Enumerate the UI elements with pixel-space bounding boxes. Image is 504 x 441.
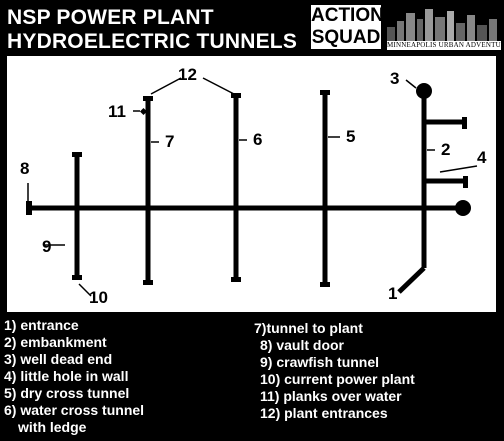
plant-tunnel-top-cap: [143, 96, 153, 101]
action-squad-logo: ACTION SQUAD MINNEAPOLIS URBAN ADVENTURE…: [311, 3, 501, 51]
leader-12b: [202, 77, 235, 95]
main-tunnel-end: [455, 200, 471, 216]
vault-door: [26, 201, 32, 215]
label-entrance: 1: [388, 284, 398, 303]
legend-item: 10) current power plant: [260, 371, 415, 387]
legend-item: 11) planks over water: [260, 388, 402, 404]
tunnel-map: 8 9 10 11 12 7 6 5 2 4 3 1: [7, 56, 496, 312]
planks-marker: [139, 107, 148, 116]
plant-tunnel-bottom-cap: [143, 280, 153, 285]
legend-item: 9) crawfish tunnel: [260, 354, 380, 370]
legend-item: 8) vault door: [260, 337, 345, 353]
label-planks: 11: [108, 102, 126, 121]
title-line-2: HYDROELECTRIC TUNNELS: [7, 30, 298, 53]
legend-item: 2) embankment: [4, 334, 107, 350]
title-line-1: NSP POWER PLANT: [7, 6, 214, 29]
water-tunnel-top-cap: [231, 93, 241, 98]
dry-tunnel-top-cap: [320, 90, 330, 95]
hole-branch-cap: [463, 176, 468, 188]
dry-tunnel-bottom-cap: [320, 282, 330, 287]
tunnel-map-drawing: [26, 77, 478, 297]
water-tunnel-bottom-cap: [231, 277, 241, 282]
label-embankment: 2: [441, 140, 451, 159]
logo-tagline: MINNEAPOLIS URBAN ADVENTURERS: [387, 41, 501, 50]
legend-left: 1) entrance 2) embankment 3) well dead e…: [4, 317, 144, 436]
legend-item: 1) entrance: [4, 317, 79, 333]
legend-right: 7)tunnel to plant 8) vault door 9) crawf…: [254, 320, 415, 422]
legend-item: 7)tunnel to plant: [254, 320, 363, 336]
label-power-plant: 10: [89, 288, 108, 307]
label-plant-entrances: 12: [178, 65, 197, 84]
label-tunnel-to-plant: 7: [165, 132, 175, 151]
diagram-title: NSP POWER PLANT HYDROELECTRIC TUNNELS: [7, 6, 297, 54]
leader-4: [439, 165, 478, 173]
leader-3: [405, 79, 417, 89]
city-skyline-image: [383, 7, 501, 41]
upper-branch-cap: [462, 117, 467, 129]
leader-10: [78, 283, 92, 297]
legend-item: 5) dry cross tunnel: [4, 385, 130, 401]
well-dead-end: [416, 83, 432, 99]
crawfish-top-cap: [72, 152, 82, 157]
legend-item: 6) water cross tunnel: [4, 402, 145, 418]
label-little-hole: 4: [477, 148, 487, 167]
label-dry-cross-tunnel: 5: [346, 127, 356, 146]
leader-12a: [150, 77, 182, 95]
legend-item: 12) plant entrances: [260, 405, 388, 421]
entrance-tunnel: [397, 266, 426, 294]
logo-word-action: ACTION: [311, 5, 384, 27]
label-vault-door: 8: [20, 159, 30, 178]
label-water-cross-tunnel: 6: [253, 130, 263, 149]
label-well-dead-end: 3: [390, 69, 400, 88]
legend-item: 3) well dead end: [4, 351, 113, 367]
logo-word-squad: SQUAD: [311, 27, 381, 49]
legend-item: with ledge: [18, 419, 87, 435]
crawfish-bottom-cap: [72, 275, 82, 280]
label-crawfish-tunnel: 9: [42, 237, 52, 256]
legend-item: 4) little hole in wall: [4, 368, 129, 384]
